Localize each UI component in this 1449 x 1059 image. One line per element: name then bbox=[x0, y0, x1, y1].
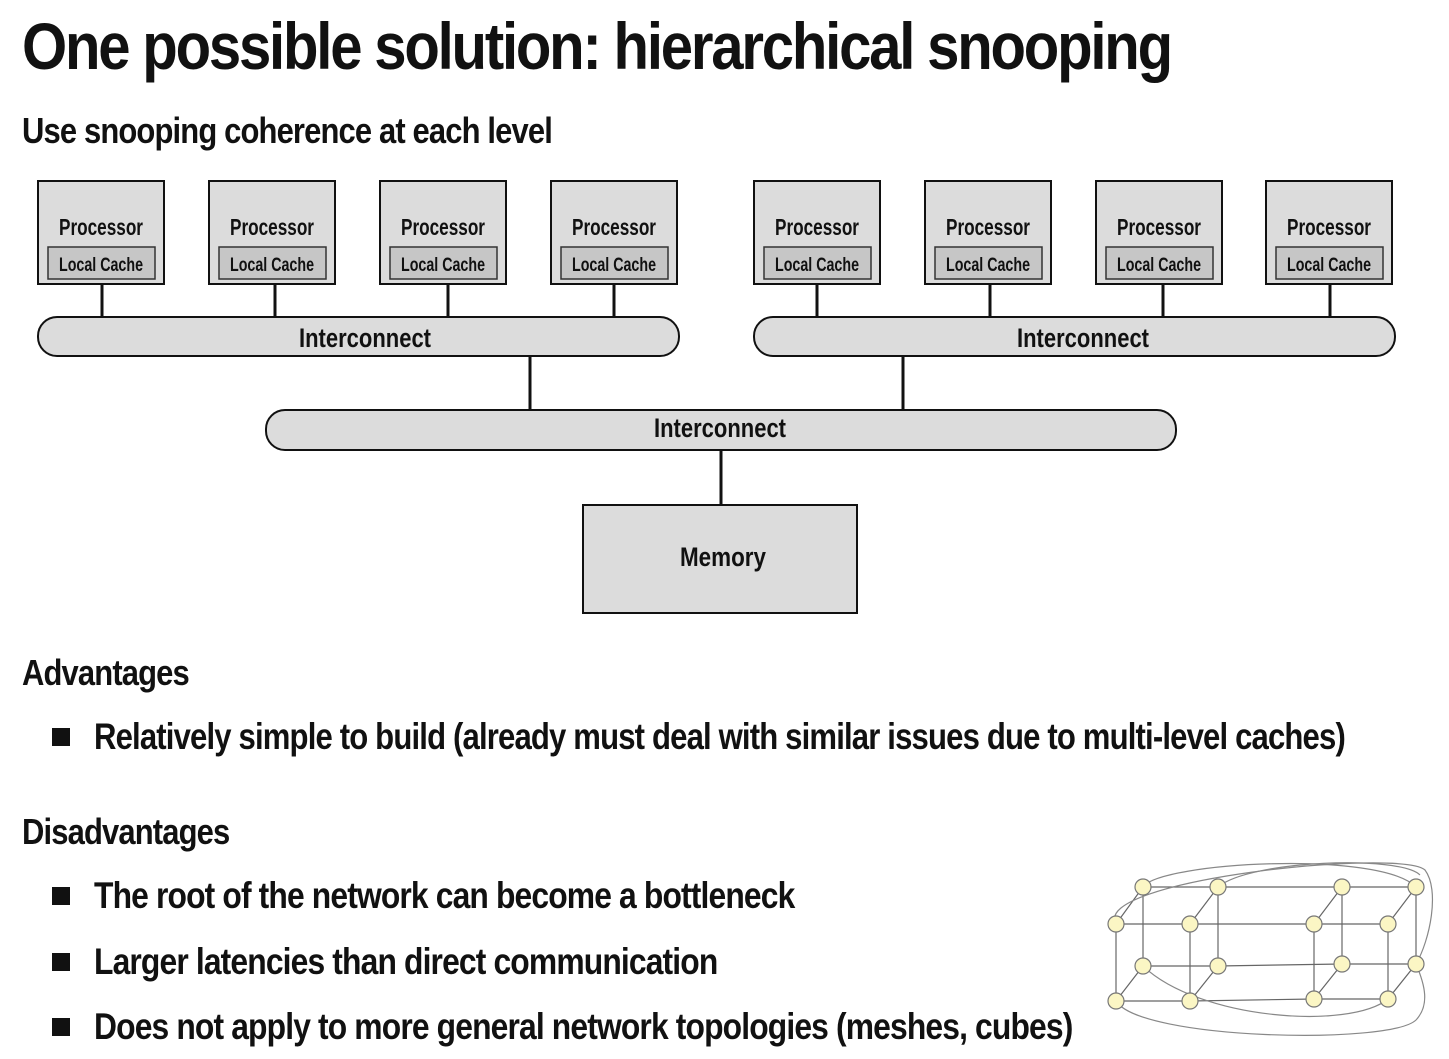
mesh-node bbox=[1305, 915, 1323, 933]
mesh-node bbox=[1333, 955, 1351, 973]
advantages-heading: Advantages bbox=[22, 652, 190, 693]
local-cache-label: Local Cache bbox=[1117, 255, 1201, 276]
bullet-square-icon bbox=[52, 953, 70, 971]
processor-label: Processor bbox=[401, 214, 485, 240]
local-cache-box: Local Cache bbox=[1105, 246, 1214, 280]
connector-lines bbox=[100, 284, 1332, 505]
disadvantages-heading: Disadvantages bbox=[22, 811, 230, 852]
mesh-node bbox=[1305, 990, 1323, 1008]
mesh-node bbox=[1134, 878, 1152, 896]
mesh-wrap-link bbox=[1142, 965, 1389, 1017]
local-cache-label: Local Cache bbox=[401, 255, 485, 276]
mesh-cube-topology-icon bbox=[1107, 862, 1434, 1036]
interconnect-left: Interconnect bbox=[37, 316, 680, 357]
processor-label: Processor bbox=[775, 214, 859, 240]
advantage-item-text: Relatively simple to build (already must… bbox=[94, 716, 1346, 757]
local-cache-label: Local Cache bbox=[775, 255, 859, 276]
bullet-square-icon bbox=[52, 728, 70, 746]
mesh-link bbox=[1217, 963, 1343, 967]
processor-label: Processor bbox=[1117, 214, 1201, 240]
memory-label: Memory bbox=[680, 542, 766, 572]
mesh-wrap-link bbox=[1142, 862, 1417, 888]
processor-label: Processor bbox=[1287, 214, 1371, 240]
local-cache-box: Local Cache bbox=[389, 246, 498, 280]
mesh-node bbox=[1181, 915, 1199, 933]
mesh-link bbox=[1189, 998, 1315, 1002]
local-cache-label: Local Cache bbox=[1287, 255, 1371, 276]
local-cache-label: Local Cache bbox=[946, 255, 1030, 276]
interconnect-left-label: Interconnect bbox=[299, 323, 431, 353]
disadvantage-item: Does not apply to more general network t… bbox=[52, 1006, 1232, 1048]
disadvantage-item: Larger latencies than direct communicati… bbox=[52, 941, 819, 983]
local-cache-label: Local Cache bbox=[230, 255, 314, 276]
advantage-item: Relatively simple to build (already must… bbox=[52, 716, 1449, 758]
local-cache-box: Local Cache bbox=[218, 246, 327, 280]
bullet-square-icon bbox=[52, 887, 70, 905]
mesh-node bbox=[1107, 992, 1125, 1010]
slide-title: One possible solution: hierarchical snoo… bbox=[22, 9, 1173, 83]
interconnect-right: Interconnect bbox=[753, 316, 1396, 357]
processor-label: Processor bbox=[946, 214, 1030, 240]
mesh-node bbox=[1333, 878, 1351, 896]
local-cache-box: Local Cache bbox=[763, 246, 872, 280]
local-cache-box: Local Cache bbox=[47, 246, 156, 280]
mesh-node bbox=[1134, 957, 1152, 975]
slide-subtitle: Use snooping coherence at each level bbox=[22, 110, 553, 151]
local-cache-box: Local Cache bbox=[934, 246, 1043, 280]
local-cache-label: Local Cache bbox=[59, 255, 143, 276]
mesh-wrap-link bbox=[1217, 862, 1421, 888]
mesh-node bbox=[1209, 957, 1227, 975]
processor-label: Processor bbox=[59, 214, 143, 240]
memory-box: Memory bbox=[582, 504, 858, 614]
local-cache-box: Local Cache bbox=[560, 246, 669, 280]
processor-label: Processor bbox=[572, 214, 656, 240]
interconnect-root-label: Interconnect bbox=[654, 413, 786, 443]
interconnect-right-label: Interconnect bbox=[1017, 323, 1149, 353]
bullet-square-icon bbox=[52, 1018, 70, 1036]
interconnect-root: Interconnect bbox=[265, 409, 1177, 451]
mesh-wrap-link bbox=[1115, 963, 1426, 1036]
disadvantage-item-text: Larger latencies than direct communicati… bbox=[94, 941, 718, 982]
processor-label: Processor bbox=[230, 214, 314, 240]
mesh-node bbox=[1181, 992, 1199, 1010]
disadvantage-item: The root of the network can become a bot… bbox=[52, 875, 908, 917]
mesh-node bbox=[1107, 915, 1125, 933]
local-cache-label: Local Cache bbox=[572, 255, 656, 276]
disadvantage-item-text: Does not apply to more general network t… bbox=[94, 1006, 1073, 1047]
mesh-node bbox=[1379, 990, 1397, 1008]
mesh-wrap-link bbox=[1113, 862, 1434, 965]
mesh-node bbox=[1407, 878, 1425, 896]
disadvantage-item-text: The root of the network can become a bot… bbox=[94, 875, 795, 916]
mesh-node bbox=[1379, 915, 1397, 933]
local-cache-box: Local Cache bbox=[1275, 246, 1384, 280]
mesh-node bbox=[1407, 955, 1425, 973]
mesh-node bbox=[1209, 878, 1227, 896]
